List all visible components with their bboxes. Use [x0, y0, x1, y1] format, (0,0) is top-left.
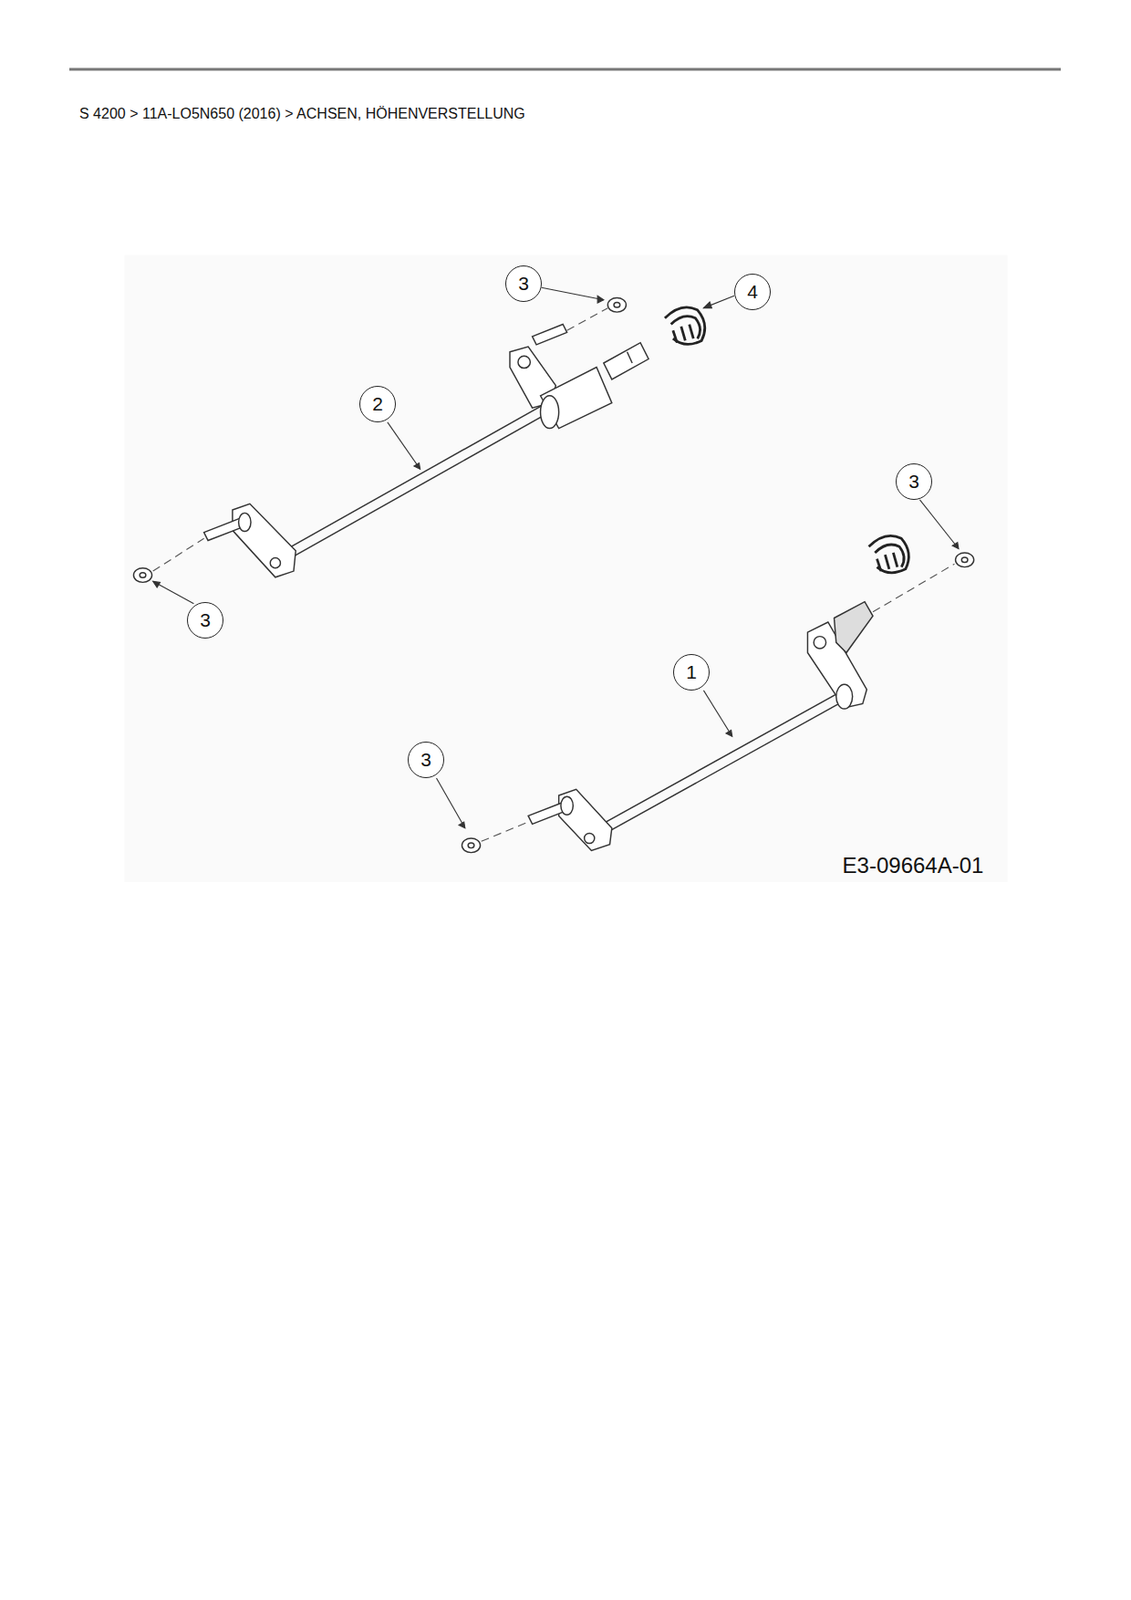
- callout-number: 3: [505, 265, 542, 302]
- callout-number: 3: [186, 601, 224, 639]
- callout-number: 4: [734, 273, 771, 311]
- axle-1: [528, 601, 873, 851]
- callout-number: 2: [359, 385, 396, 423]
- axle-2: [204, 324, 649, 578]
- callout-number: 3: [407, 741, 445, 779]
- callout-number: 1: [673, 653, 710, 691]
- header-rule: [69, 68, 1061, 72]
- callout-number: 3: [895, 463, 933, 500]
- spring-4: [664, 307, 706, 344]
- drawing-code: E3-09664A-01: [842, 852, 985, 879]
- breadcrumb-title: S 4200 > 11A-LO5N650 (2016) > ACHSEN, HÖ…: [79, 105, 526, 123]
- nut: [133, 568, 152, 583]
